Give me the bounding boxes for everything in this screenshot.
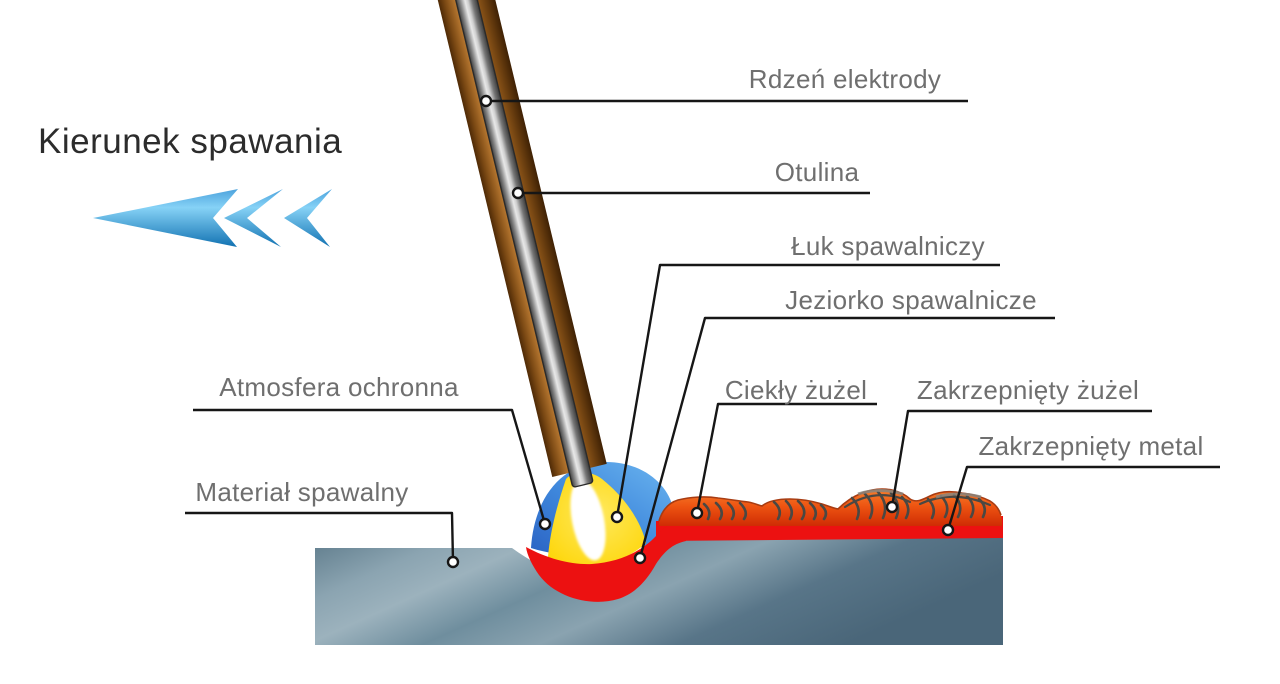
welding-direction-title: Kierunek spawania: [38, 122, 343, 161]
callout-line-solidified-metal: [946, 465, 1220, 531]
callout-label-protective-atmosphere: Atmosfera ochronna: [219, 372, 459, 402]
callout-line-weld-pool: [638, 316, 1055, 559]
callout-line-base-material: [185, 511, 455, 563]
callout-marker-solidified-slag: [885, 500, 899, 514]
callout-marker-weld-pool: [633, 551, 647, 565]
electrode: [425, 0, 607, 488]
base-material-shape: [315, 537, 1003, 645]
weld-pool-shape: [526, 518, 686, 602]
callout-marker-liquid-slag: [690, 506, 704, 520]
callout-label-weld-pool: Jeziorko spawalnicze: [785, 285, 1037, 315]
callout-marker-base-material: [446, 555, 460, 569]
arc-glow-shape: [570, 479, 606, 561]
callout-label-electrode-coating: Otulina: [774, 157, 860, 187]
callout-line-protective-atmosphere: [193, 408, 547, 525]
callout-marker-solidified-metal: [941, 523, 955, 537]
callout-line-welding-arc: [615, 263, 1000, 518]
callout-label-base-material: Materiał spawalny: [195, 477, 409, 507]
electrode-core-shape: [441, 0, 594, 488]
callout-marker-electrode-core: [479, 94, 493, 108]
callout-line-solidified-slag: [890, 409, 1152, 508]
callout-marker-electrode-coating: [511, 186, 525, 200]
callout-label-welding-arc: Łuk spawalniczy: [791, 231, 985, 261]
callout-marker-protective-atmosphere: [538, 517, 552, 531]
welding-direction-arrow-icon: [93, 189, 332, 247]
callout-marker-welding-arc: [610, 510, 624, 524]
callout-label-solidified-slag: Zakrzepnięty żużel: [916, 375, 1140, 405]
callout-label-electrode-core: Rdzeń elektrody: [748, 64, 942, 94]
callout-line-liquid-slag: [695, 402, 877, 514]
callout-label-solidified-metal: Zakrzepnięty metal: [978, 431, 1204, 461]
callout-label-liquid-slag: Ciekły żużel: [724, 375, 868, 405]
